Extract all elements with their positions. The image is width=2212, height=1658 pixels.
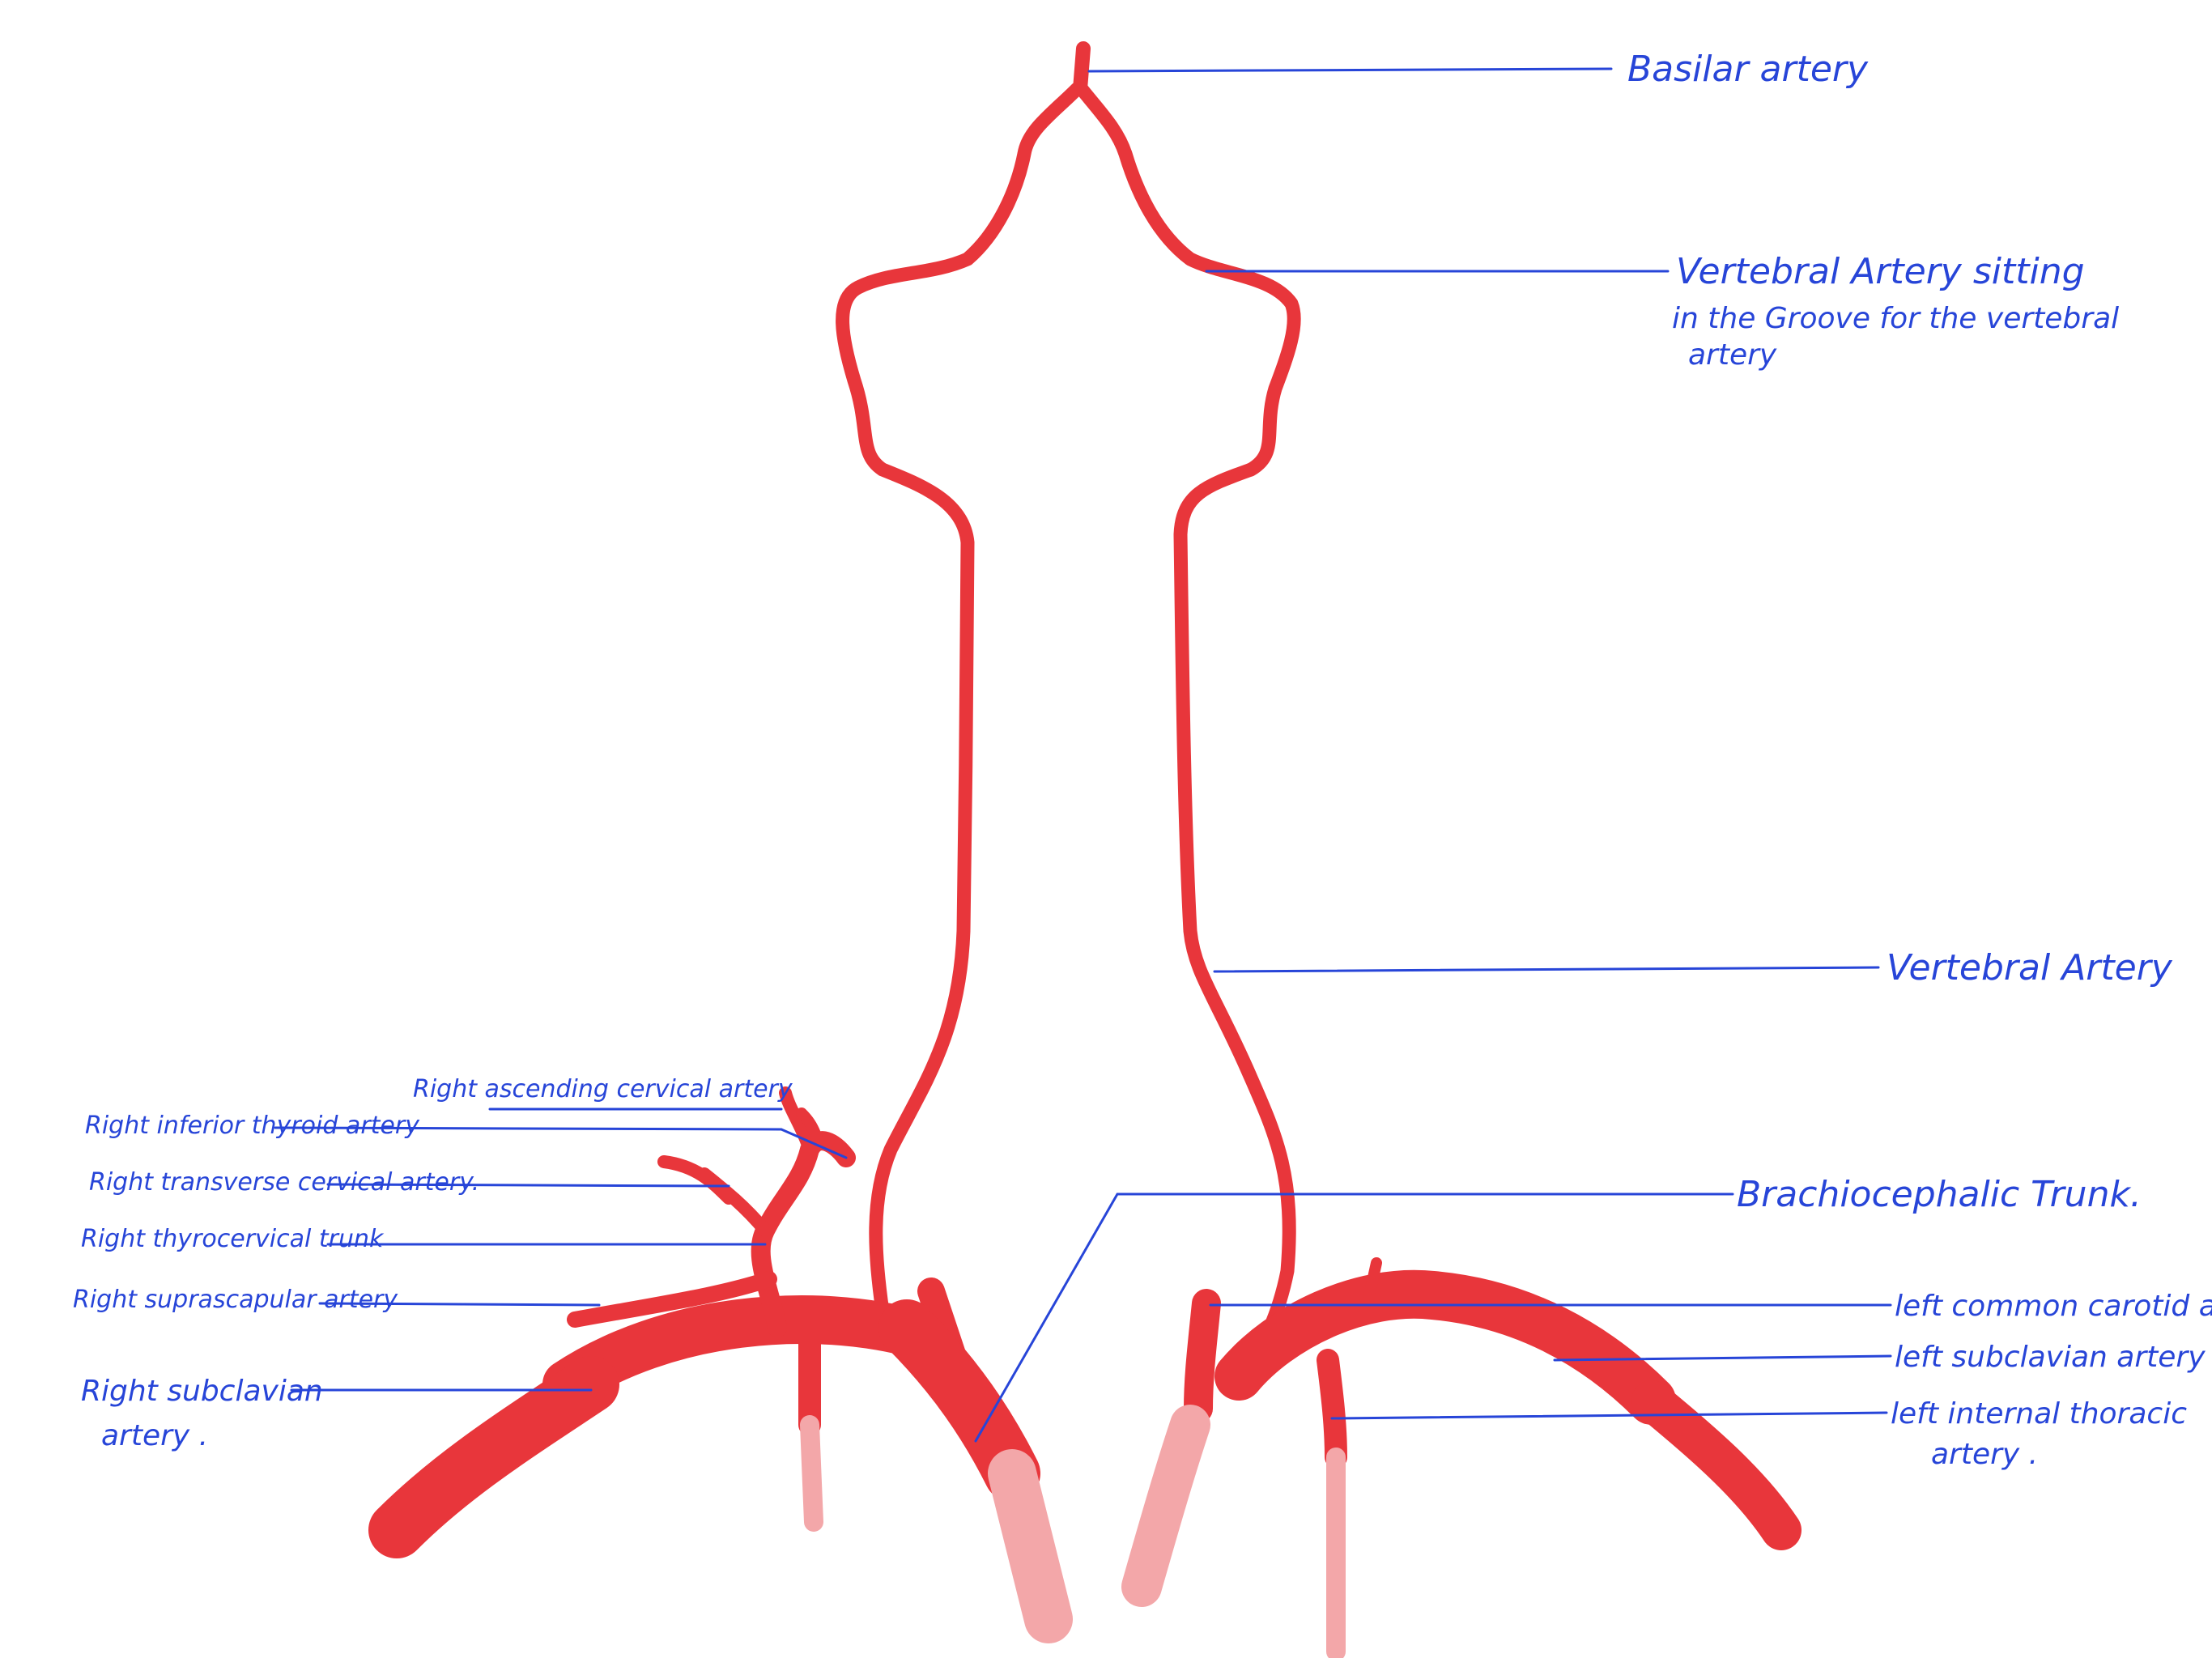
labels: Basilar artery Vertebral Artery sitting … [73, 49, 2212, 1471]
right-vertebral-artery [836, 82, 1084, 1319]
leader-brachiocephalic [974, 1192, 1734, 1443]
right-subclavian-artery-distal [368, 1356, 619, 1558]
left-subclavian-branch [1363, 1257, 1382, 1305]
label-basilar-artery: Basilar artery [1627, 49, 1869, 90]
aortic-arch-left [1121, 1405, 1210, 1607]
label-right-subclavian-line1: Right subclavian [81, 1375, 323, 1408]
right-internal-thoracic-artery-faded [800, 1415, 823, 1532]
label-left-common-carotid: left common carotid artery [1895, 1290, 2212, 1323]
left-subclavian-artery [1214, 1269, 1676, 1425]
label-right-transverse-cervical: Right transverse cervical artery. [89, 1168, 479, 1197]
label-vertebral-groove-line1: Vertebral Artery sitting [1676, 251, 2085, 292]
label-right-subclavian-line2: artery . [101, 1419, 208, 1452]
label-left-subclavian: left subclavian artery [1895, 1341, 2206, 1374]
right-inferior-thyroid-artery [779, 1086, 816, 1156]
leader-vertebral [1213, 966, 1880, 973]
label-vertebral-groove-line3: artery [1688, 338, 1777, 372]
arteries [368, 41, 1802, 1658]
right-transverse-cervical-artery [657, 1155, 772, 1237]
label-left-internal-thoracic-line2: artery . [1931, 1438, 2038, 1471]
leader-basilar [1087, 67, 1613, 73]
label-vertebral-groove-line2: in the Groove for the vertebral [1672, 302, 2119, 335]
left-subclavian-artery-distal [1631, 1380, 1802, 1550]
label-right-suprascapular: Right suprascapular artery [73, 1286, 398, 1314]
leader-lines [274, 67, 1892, 1443]
brachiocephalic-trunk [878, 1299, 1040, 1502]
label-left-internal-thoracic-line1: left internal thoracic [1891, 1397, 2187, 1431]
label-right-ascending-cervical: Right ascending cervical artery [413, 1075, 793, 1103]
leader-right-inferior-thyroid [274, 1126, 848, 1159]
right-subclavian-artery [542, 1295, 947, 1409]
label-vertebral-artery: Vertebral Artery [1887, 947, 2173, 988]
right-suprascapular-artery [567, 1271, 777, 1328]
leader-right-suprascapular [318, 1302, 601, 1307]
leader-left-internal-thoracic [1330, 1411, 1888, 1420]
left-vertebral-artery [1074, 82, 1301, 1384]
brachiocephalic-trunk-faded [988, 1449, 1073, 1643]
label-right-inferior-thyroid: Right inferior thyroid artery [85, 1112, 420, 1140]
left-common-carotid-stump [1184, 1289, 1221, 1423]
label-brachiocephalic-trunk: Brachiocephalic Trunk. [1737, 1174, 2142, 1215]
left-internal-thoracic-artery [1317, 1349, 1347, 1469]
leader-left-subclavian [1553, 1354, 1892, 1362]
right-ascending-cervical-artery [796, 1107, 823, 1147]
label-right-thyrocervical-trunk: Right thyrocervical trunk [81, 1225, 385, 1253]
leader-right-transverse-cervical [326, 1183, 730, 1188]
